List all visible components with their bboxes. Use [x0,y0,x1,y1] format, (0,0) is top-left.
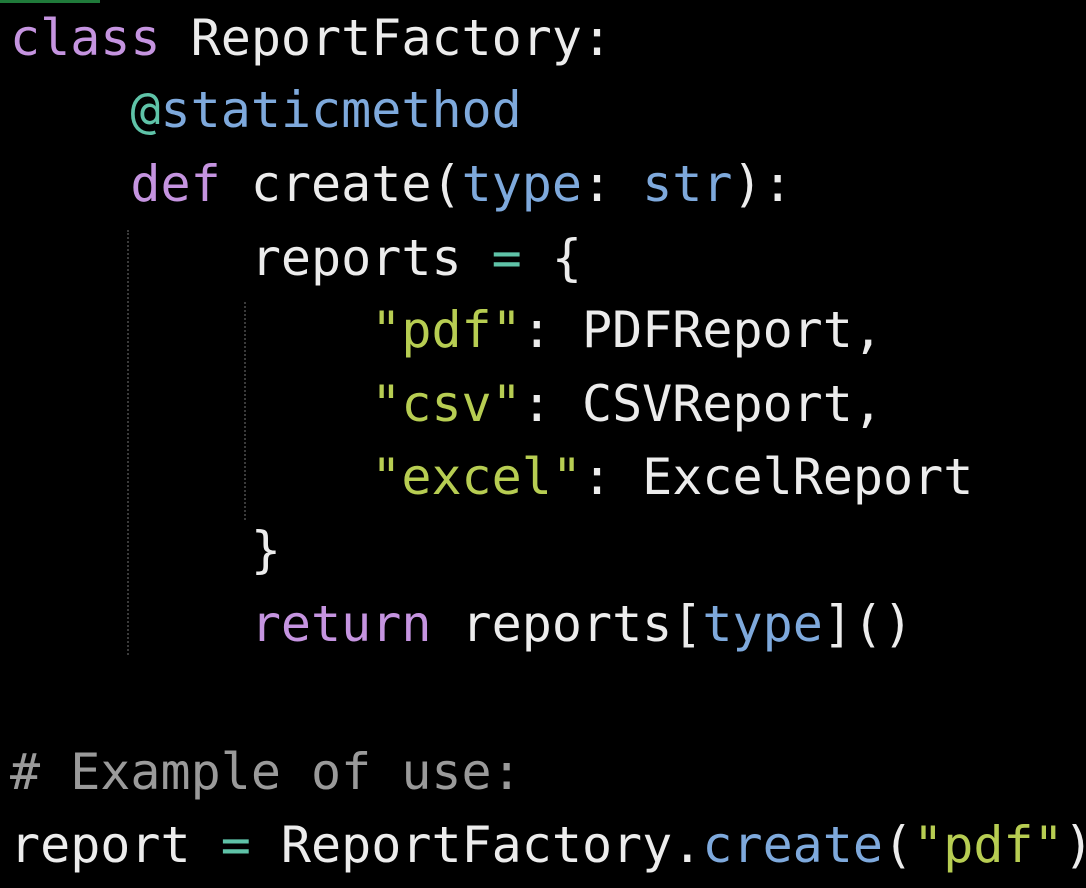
param-type: type [461,155,582,213]
decorator-name: staticmethod [160,81,522,139]
string-arg-pdf: "pdf" [913,816,1064,874]
decorator-at: @ [130,81,161,139]
class-name: ReportFactory: [160,9,613,67]
method-create: create [702,816,883,874]
function-name: create( [220,155,462,213]
string-key-csv: "csv" [371,375,522,433]
active-tab-indicator [0,0,100,3]
code-line-11: # Example of use: [10,736,522,809]
keyword-class: class [10,9,161,67]
comment-example: # Example of use: [10,743,522,801]
keyword-def: def [130,155,221,213]
index-type: type [702,595,823,653]
code-line-3: def create(type: str): [130,155,793,213]
value-csvreport: CSVReport, [581,375,883,433]
code-line-6: "csv": CSVReport, [371,375,883,433]
assign-operator: = [220,816,251,874]
code-line-5: "pdf": PDFReport, [371,301,883,359]
value-pdfreport: PDFReport, [581,301,883,359]
param-annotation: str [642,155,733,213]
value-excelreport: ExcelReport [642,448,974,506]
code-line-2: @staticmethod [10,74,522,147]
keyword-return: return [250,595,432,653]
code-line-12: report = ReportFactory.create("pdf") [10,816,1086,874]
class-ref: ReportFactory. [250,816,703,874]
string-key-excel: "excel" [371,448,582,506]
variable-report: report [10,816,221,874]
indent-guide-level-2 [127,230,129,655]
code-line-8: } [10,514,281,587]
code-line-7: "excel": ExcelReport [371,448,974,506]
string-key-pdf: "pdf" [371,301,522,359]
variable-reports: reports [250,229,492,287]
code-line-1: class ReportFactory: [10,2,612,75]
closing-brace: } [250,521,281,579]
assign-operator: = [491,229,522,287]
code-line-9: return reports[type]() [250,595,914,653]
indent-guide-level-3 [244,302,246,520]
code-line-4: reports = { [250,229,582,287]
